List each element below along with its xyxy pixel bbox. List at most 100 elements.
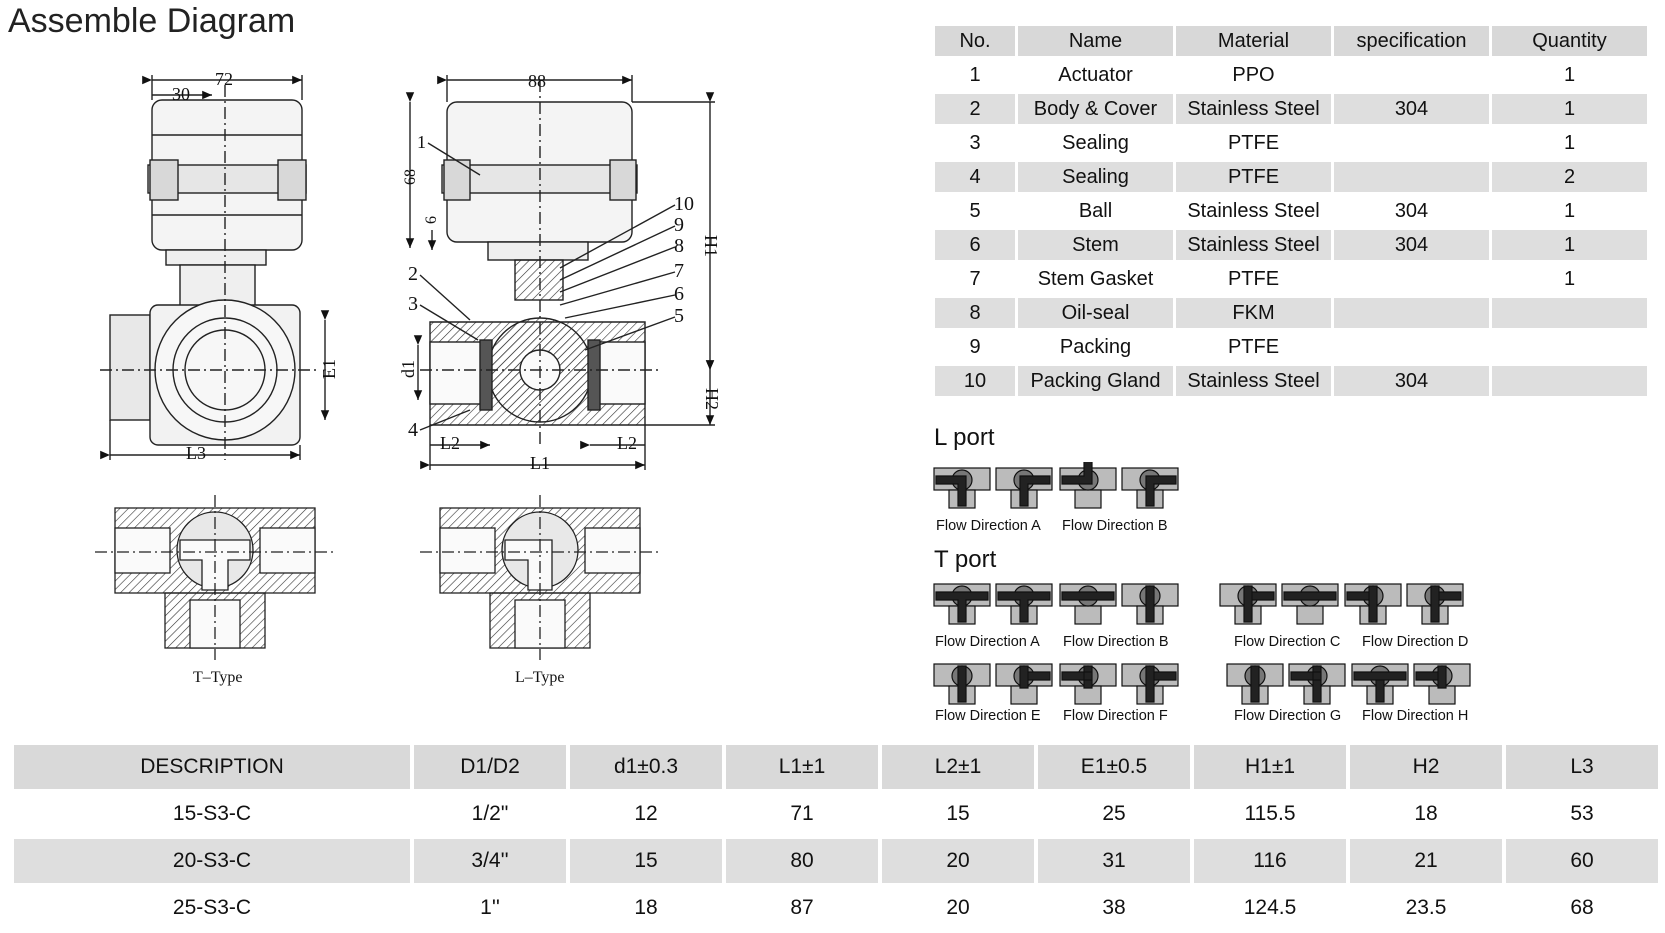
table-cell: 2 bbox=[935, 94, 1015, 124]
table-row: 3 Sealing PTFE 1 bbox=[935, 128, 1647, 158]
parts-header-material: Material bbox=[1176, 26, 1331, 56]
callout-5: 5 bbox=[674, 305, 684, 327]
table-cell: 1 bbox=[969, 63, 981, 86]
table-cell: Packing bbox=[1059, 335, 1132, 358]
callout-4: 4 bbox=[408, 419, 418, 441]
table-cell bbox=[1334, 298, 1489, 328]
spec-header-e1: E1±0.5 bbox=[1038, 745, 1190, 789]
table-cell: 115.5 bbox=[1244, 802, 1296, 825]
t-port-flow-h-label: Flow Direction H bbox=[1362, 708, 1469, 724]
table-cell: 1 bbox=[1563, 131, 1576, 154]
table-cell: 1 bbox=[1563, 199, 1576, 222]
table-cell: Stainless Steel bbox=[1187, 199, 1320, 222]
table-cell: Actuator bbox=[1058, 63, 1133, 86]
section-view bbox=[405, 75, 715, 470]
t-port-flow-a-diagram bbox=[933, 583, 1053, 625]
t-port-flow-f-diagram bbox=[1059, 663, 1179, 705]
dim-l2-right: L2 bbox=[617, 433, 637, 453]
t-port-flow-f-label: Flow Direction F bbox=[1063, 708, 1168, 724]
dim-e1: E1 bbox=[319, 359, 339, 379]
t-port-flow-d-diagram bbox=[1344, 583, 1464, 625]
table-cell: Body & Cover bbox=[1018, 94, 1173, 124]
assembly-drawings: 72 30 E1 L3 bbox=[95, 69, 722, 686]
table-cell: 3 bbox=[969, 131, 981, 154]
table-cell bbox=[1334, 264, 1489, 294]
dim-h2: H2 bbox=[702, 388, 722, 410]
table-cell: 124.5 bbox=[1243, 896, 1297, 919]
dim-l1: L1 bbox=[530, 453, 550, 473]
t-port-flow-a-label: Flow Direction A bbox=[935, 634, 1040, 650]
table-cell: 304 bbox=[1394, 199, 1429, 222]
table-cell: 18 bbox=[1414, 802, 1438, 825]
table-cell: 10 bbox=[935, 366, 1015, 396]
t-type-section bbox=[95, 495, 335, 660]
parts-header-quantity: Quantity bbox=[1492, 26, 1647, 56]
table-cell: 87 bbox=[790, 896, 814, 919]
table-row: 1 Actuator PPO 1 bbox=[935, 60, 1647, 90]
table-cell: 304 bbox=[1334, 230, 1489, 260]
t-type-label: T–Type bbox=[193, 669, 243, 686]
table-cell: 1/2" bbox=[471, 802, 509, 825]
dim-l2-left: L2 bbox=[440, 433, 460, 453]
dim-88: 88 bbox=[528, 71, 546, 91]
table-cell bbox=[1492, 366, 1647, 396]
parts-table: No. Name Material specification Quantity… bbox=[932, 22, 1650, 400]
table-cell: FKM bbox=[1176, 298, 1331, 328]
table-cell: 31 bbox=[1038, 839, 1190, 883]
table-row: 6 Stem Stainless Steel 304 1 bbox=[935, 230, 1647, 260]
spec-header-d1-d2: D1/D2 bbox=[414, 745, 566, 789]
spec-header-l3: L3 bbox=[1506, 745, 1658, 789]
spec-header-l1: L1±1 bbox=[726, 745, 878, 789]
table-cell: 6 bbox=[935, 230, 1015, 260]
spec-header-d1: d1±0.3 bbox=[570, 745, 722, 789]
table-cell: 23.5 bbox=[1405, 896, 1447, 919]
callout-6: 6 bbox=[674, 283, 684, 305]
table-cell: 15-S3-C bbox=[172, 802, 252, 825]
table-row: 10 Packing Gland Stainless Steel 304 bbox=[935, 366, 1647, 396]
table-cell: 1'' bbox=[480, 896, 500, 919]
table-cell: 25-S3-C bbox=[172, 896, 252, 919]
table-cell: Sealing bbox=[1062, 131, 1129, 154]
table-cell: 7 bbox=[969, 267, 981, 290]
table-cell: 116 bbox=[1194, 839, 1346, 883]
table-cell: Packing Gland bbox=[1018, 366, 1173, 396]
table-cell: PTFE bbox=[1227, 267, 1280, 290]
dim-30: 30 bbox=[172, 84, 190, 104]
table-cell: 3/4'' bbox=[414, 839, 566, 883]
table-cell: 68 bbox=[1570, 896, 1594, 919]
l-type-section bbox=[420, 495, 660, 660]
t-port-flow-b-label: Flow Direction B bbox=[1063, 634, 1169, 650]
spec-header-description: DESCRIPTION bbox=[14, 745, 410, 789]
t-port-flow-h-diagram bbox=[1351, 663, 1471, 705]
table-row: 20-S3-C 3/4'' 15 80 20 31 116 21 60 bbox=[14, 839, 1658, 883]
t-port-flow-e-label: Flow Direction E bbox=[935, 708, 1041, 724]
l-port-flow-b-label: Flow Direction B bbox=[1062, 518, 1168, 534]
callout-7: 7 bbox=[674, 260, 684, 282]
table-row: 4 Sealing PTFE 2 bbox=[935, 162, 1647, 192]
spec-table-header: DESCRIPTION D1/D2 d1±0.3 L1±1 L2±1 E1±0.… bbox=[14, 745, 1658, 789]
t-port-title: T port bbox=[934, 546, 997, 573]
table-cell: Stainless Steel bbox=[1176, 230, 1331, 260]
l-type-label: L–Type bbox=[515, 669, 565, 686]
t-port-flow-g-diagram bbox=[1226, 663, 1346, 705]
table-cell bbox=[1492, 298, 1647, 328]
callout-9: 9 bbox=[674, 214, 684, 236]
table-cell: 21 bbox=[1350, 839, 1502, 883]
table-cell bbox=[1334, 332, 1489, 362]
table-cell: PTFE bbox=[1227, 131, 1280, 154]
callout-10: 10 bbox=[674, 193, 694, 215]
dim-72: 72 bbox=[215, 69, 233, 89]
table-row: 8 Oil-seal FKM bbox=[935, 298, 1647, 328]
parts-table-header: No. Name Material specification Quantity bbox=[935, 26, 1647, 56]
table-cell: Sealing bbox=[1018, 162, 1173, 192]
table-cell: 8 bbox=[935, 298, 1015, 328]
t-port-flow-e-diagram bbox=[933, 663, 1053, 705]
spec-table: DESCRIPTION D1/D2 d1±0.3 L1±1 L2±1 E1±0.… bbox=[10, 742, 1662, 933]
t-port-flow-g-label: Flow Direction G bbox=[1234, 708, 1342, 724]
table-cell: 12 bbox=[634, 802, 658, 825]
table-cell: 80 bbox=[726, 839, 878, 883]
parts-header-specification: specification bbox=[1334, 26, 1489, 56]
table-cell: 4 bbox=[935, 162, 1015, 192]
l-port-flow-b-diagram bbox=[1059, 462, 1179, 509]
spec-header-h1: H1±1 bbox=[1194, 745, 1346, 789]
